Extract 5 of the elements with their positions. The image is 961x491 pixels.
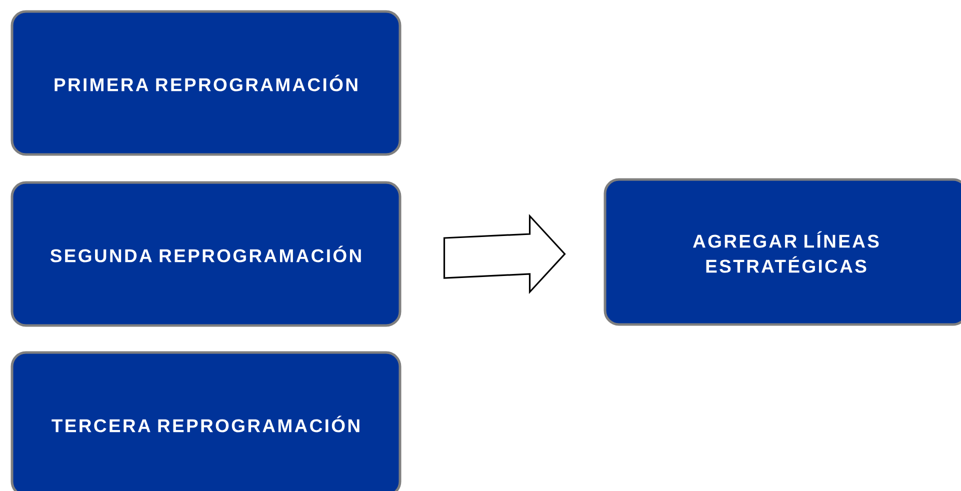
block-arrow [443,214,566,294]
process-box: AGREGAR LÍNEAS ESTRATÉGICAS [604,178,961,326]
process-box: SEGUNDA REPROGRAMACIÓN [10,181,402,327]
process-box: TERCERA REPROGRAMACIÓN [10,351,402,491]
process-box: PRIMERA REPROGRAMACIÓN [10,10,402,156]
